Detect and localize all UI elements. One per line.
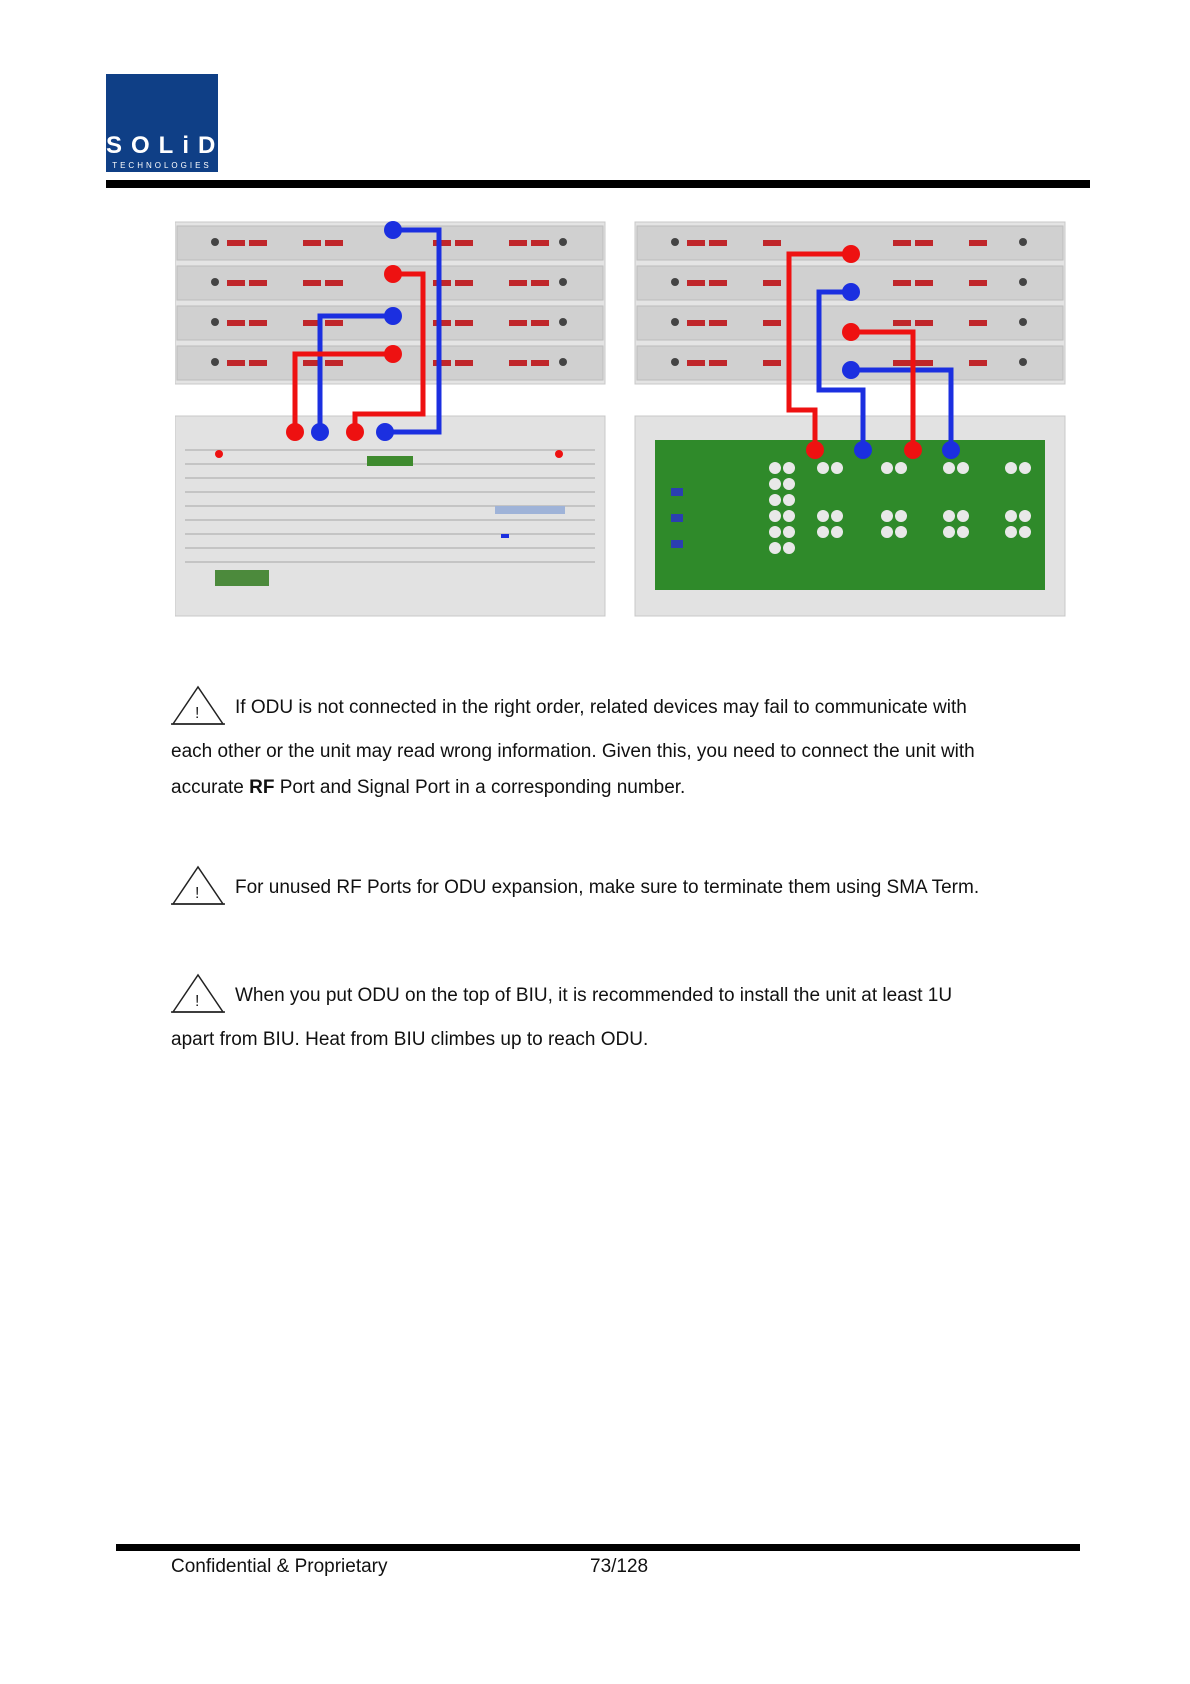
right-red-port-blocks: [687, 240, 987, 366]
svg-text:!: !: [195, 885, 199, 902]
header-rule: [106, 180, 1090, 188]
biu-green-board: [655, 440, 1045, 590]
footer-rule: [116, 1544, 1080, 1551]
warning-triangle-icon: !: [171, 973, 225, 1013]
note-text: When you put ODU on the top of BIU, it i…: [235, 985, 953, 1006]
solid-logo: SOLiD TECHNOLOGIES: [106, 74, 218, 172]
left-red-port-blocks: [227, 240, 549, 366]
right-rack-panel: [634, 221, 1066, 617]
left-rf-cables: [292, 271, 426, 432]
note-odu-placement: ! When you put ODU on the top of BIU, it…: [171, 972, 1071, 1058]
left-biu-slats: [185, 449, 595, 563]
footer-confidential: Confidential & Proprietary: [171, 1556, 388, 1577]
note-text: If ODU is not connected in the right ord…: [235, 697, 967, 718]
note-odu-order: ! If ODU is not connected in the right o…: [171, 684, 1071, 806]
note-unused-rf-ports: ! For unused RF Ports for ODU expansion,…: [171, 864, 1071, 906]
note-text: apart from BIU. Heat from BIU climbes up…: [171, 1029, 649, 1050]
right-rf-cables: [786, 251, 916, 450]
svg-text:!: !: [195, 993, 199, 1010]
note-text: For unused RF Ports for ODU expansion, m…: [235, 877, 980, 898]
page-number: 73/128: [590, 1556, 649, 1577]
logo-subtext: TECHNOLOGIES: [112, 161, 212, 170]
note-text: each other or the unit may read wrong in…: [171, 741, 975, 762]
left-cable-connectors: [286, 221, 402, 441]
right-signal-cables: [816, 289, 954, 450]
warning-triangle-icon: !: [171, 865, 225, 905]
note-text: accurate RF Port and Signal Port in a co…: [171, 777, 686, 798]
svg-text:!: !: [195, 705, 199, 722]
right-cable-connectors: [806, 245, 960, 459]
warning-triangle-icon: !: [171, 685, 225, 725]
board-connector-grid: [769, 462, 1031, 554]
left-signal-cables: [317, 227, 442, 435]
odu-biu-connection-figure: [175, 221, 1066, 617]
left-rack-knobs: [211, 238, 567, 366]
logo-text: SOLiD: [106, 132, 225, 159]
left-rack-panel: [175, 221, 606, 617]
